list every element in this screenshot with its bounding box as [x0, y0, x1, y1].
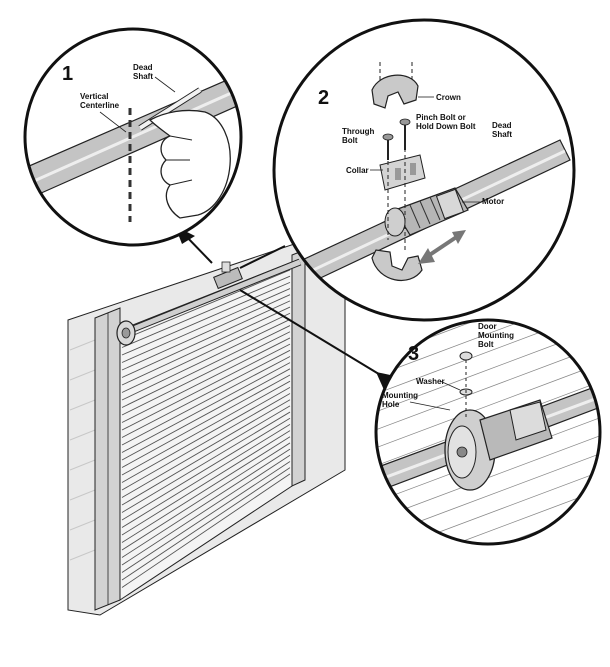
detail-circle-2: 2 Crown Through Bolt Pinch Bolt or Hold … [272, 18, 576, 322]
curtain-slat [121, 275, 291, 348]
curtain-slat [121, 380, 291, 476]
door-mounting-bolt [459, 351, 473, 361]
curtain-slat [121, 331, 291, 416]
curtain-slat [121, 288, 291, 363]
curtain-slat [121, 436, 291, 543]
step-2-number: 2 [318, 87, 329, 109]
curtain-slat [121, 269, 291, 341]
leader-step-2 [239, 245, 286, 269]
wall-shading [69, 339, 96, 561]
crown-lower [371, 249, 423, 281]
curtain-slat [121, 325, 291, 408]
curtain-slat [121, 393, 291, 491]
curtain-slat [121, 312, 291, 393]
curtain-slat [121, 300, 291, 378]
label-washer: Washer [416, 377, 445, 386]
detail-circle-1: 1 Dead Shaft Vertical Centerline [23, 27, 243, 247]
curtain-slat [121, 349, 291, 438]
curtain-slat [121, 399, 291, 498]
curtain-slat [121, 417, 291, 521]
crown [371, 74, 419, 109]
label-door: Door [478, 322, 497, 331]
curtain-slat [121, 294, 291, 371]
curtain-slat [121, 386, 291, 483]
label-pinch-bolt: Pinch Bolt or [416, 113, 466, 122]
curtain-slat [376, 320, 600, 379]
curtain-slat [121, 405, 291, 506]
curtain-slat [121, 281, 291, 356]
label-vertical: Vertical [80, 92, 108, 101]
pinch-bolt [399, 118, 411, 150]
label-motor: Motor [482, 197, 504, 206]
curtain-slat [121, 467, 291, 581]
label-hold-down-bolt: Hold Down Bolt [416, 122, 476, 131]
curtain-slat [121, 337, 291, 423]
label-mounting-hole: Mounting [382, 391, 418, 400]
detail-circle-3: 3 Door Mounting Bolt Washer Mounting Hol… [374, 318, 602, 546]
label-dead-shaft-2: Dead [492, 121, 512, 130]
curtain-slat [121, 473, 291, 588]
label-bolt: Bolt [478, 340, 494, 349]
curtain-slat [121, 454, 291, 566]
motor-3 [444, 399, 553, 491]
curtain-slat [121, 356, 291, 446]
door-assembly [67, 231, 346, 616]
through-bolt [382, 133, 394, 160]
curtain-slat [121, 343, 291, 431]
curtain-slat [121, 424, 291, 528]
curtain-slat [121, 306, 291, 386]
label-centerline: Centerline [80, 101, 120, 110]
label-dead-shaft-2b: Shaft [492, 130, 512, 139]
label-through-bolt-b: Bolt [342, 136, 358, 145]
curtain-slat [121, 430, 291, 536]
curtain-slat [121, 319, 291, 401]
curtain-slat [376, 485, 600, 544]
adjust-arrow [418, 230, 466, 264]
right-guide-rail [291, 249, 306, 487]
curtain-slat [121, 368, 291, 461]
label-mounting: Mounting [478, 331, 514, 340]
curtain-slat [121, 411, 291, 513]
label-through-bolt: Through [342, 127, 375, 136]
label-dead-shaft-1: Dead [133, 63, 153, 72]
hand [148, 109, 231, 219]
curtain-slat [121, 448, 291, 558]
step-1-number: 1 [62, 63, 73, 85]
curtain-slat [121, 362, 291, 453]
label-collar: Collar [346, 166, 369, 175]
curtain-slat [121, 374, 291, 468]
label-crown: Crown [436, 93, 461, 102]
label-dead-shaft-1b: Shaft [133, 72, 153, 81]
curtain-slats [121, 269, 291, 588]
curtain-slat [376, 359, 600, 451]
door-motor [213, 261, 243, 290]
curtain-slat [376, 431, 600, 523]
leader-step-3 [239, 289, 393, 383]
left-guide-rail [94, 307, 121, 611]
step-3-number: 3 [408, 343, 419, 365]
label-hole: Hole [382, 400, 400, 409]
curtain-slat [121, 442, 291, 551]
collar [379, 154, 426, 191]
curtain-slat [121, 461, 291, 573]
